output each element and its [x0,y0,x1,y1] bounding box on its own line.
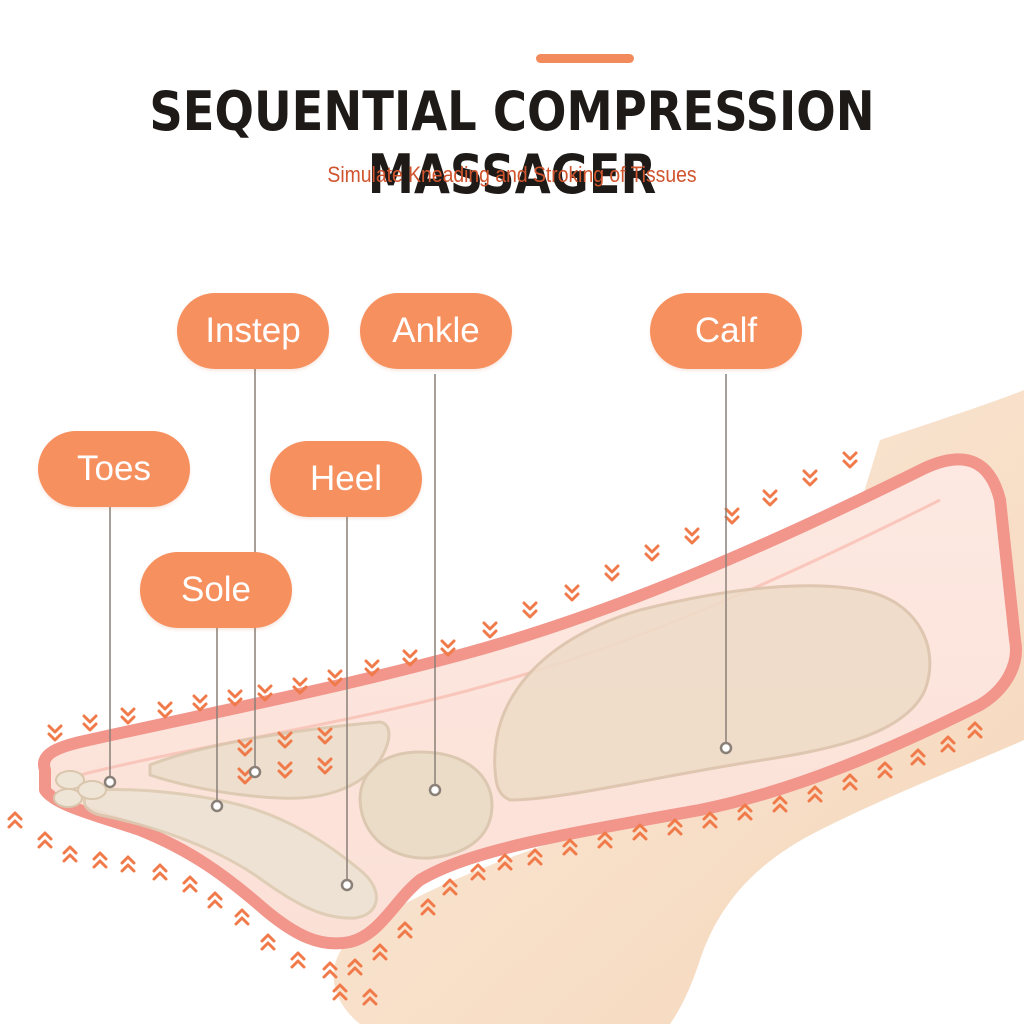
toes-chamber [53,770,107,808]
page-title: SEQUENTIAL COMPRESSION MASSAGER [149,80,875,206]
label-sole: Sole [140,552,292,628]
marker-calf [719,741,733,755]
label-calf: Calf [650,293,802,369]
label-instep: Instep [177,293,329,369]
marker-instep [248,765,262,779]
sole-chamber [82,788,378,920]
accent-bar [536,54,634,63]
marker-toes [103,775,117,789]
marker-heel [340,878,354,892]
marker-ankle [428,783,442,797]
ankle-chamber [358,750,494,860]
label-toes: Toes [38,431,190,507]
calf-chamber [493,584,932,802]
zone-markers [103,741,733,892]
page-subtitle: Simulate Kneading and Stroking of Tissue… [327,162,697,187]
label-ankle: Ankle [360,293,512,369]
marker-sole [210,799,224,813]
label-heel: Heel [270,441,422,517]
